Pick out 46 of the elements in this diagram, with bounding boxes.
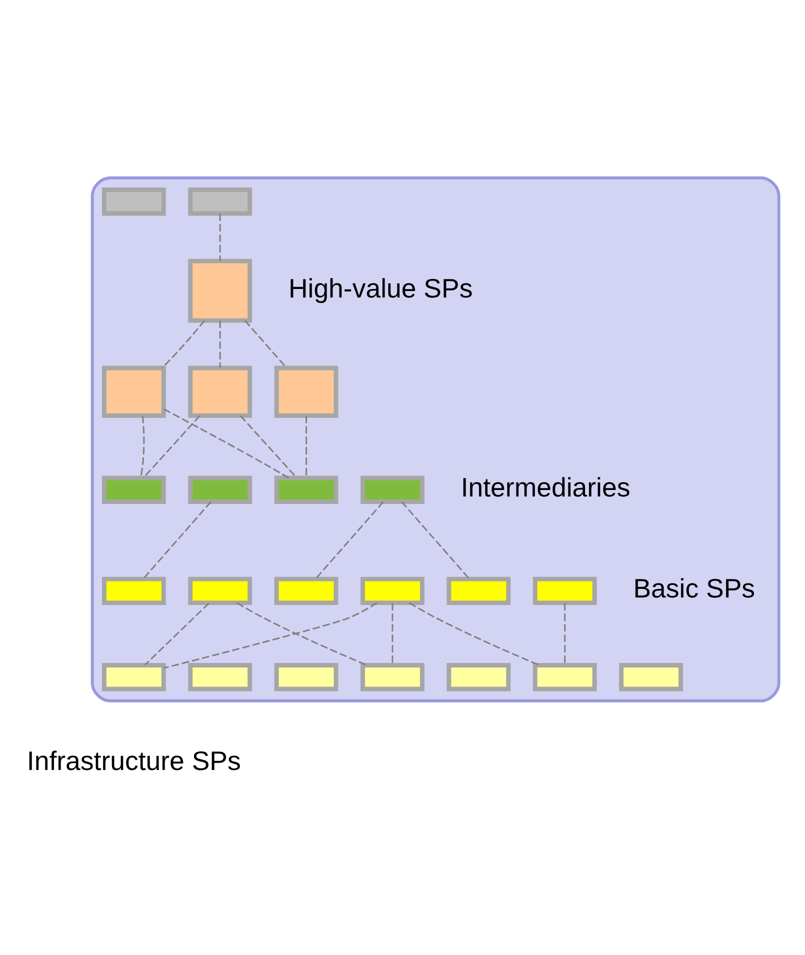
node-box xyxy=(102,662,166,691)
node-box xyxy=(188,365,252,418)
node-box xyxy=(188,258,252,322)
label: Basic SPs xyxy=(633,572,756,603)
connector xyxy=(392,602,394,664)
connector xyxy=(144,602,210,666)
connector xyxy=(143,414,200,478)
node-box xyxy=(360,576,424,605)
connector xyxy=(409,602,540,666)
node-box xyxy=(360,475,424,504)
node-box xyxy=(188,475,252,504)
connector xyxy=(142,500,212,579)
node-box xyxy=(619,662,683,691)
node-box xyxy=(532,662,597,691)
connector xyxy=(401,500,470,579)
node-box xyxy=(446,576,511,605)
connector xyxy=(564,602,566,664)
node-box xyxy=(102,576,166,605)
node-box xyxy=(274,576,338,605)
connector xyxy=(164,602,378,668)
node-box xyxy=(446,662,511,691)
connector xyxy=(240,414,298,478)
node-box xyxy=(188,662,252,691)
connector xyxy=(219,213,221,260)
node-box xyxy=(102,365,166,418)
node-box xyxy=(102,187,166,216)
node-box xyxy=(102,475,166,504)
connector xyxy=(164,408,290,478)
node-box xyxy=(532,576,597,605)
connector xyxy=(244,320,287,368)
label: High-value SPs xyxy=(288,272,473,303)
connector xyxy=(219,320,221,368)
cluster xyxy=(90,176,780,702)
connector xyxy=(162,320,205,368)
label: Infrastructure SPs xyxy=(26,745,241,776)
node-box xyxy=(274,662,338,691)
connector xyxy=(236,602,368,666)
node-box xyxy=(360,662,424,691)
node-box xyxy=(188,187,252,216)
connector xyxy=(140,415,145,478)
label: Intermediaries xyxy=(460,472,630,502)
node-box xyxy=(274,365,338,418)
connector xyxy=(306,415,308,478)
connector xyxy=(315,500,384,579)
node-box xyxy=(188,576,252,605)
node-box xyxy=(274,475,338,504)
